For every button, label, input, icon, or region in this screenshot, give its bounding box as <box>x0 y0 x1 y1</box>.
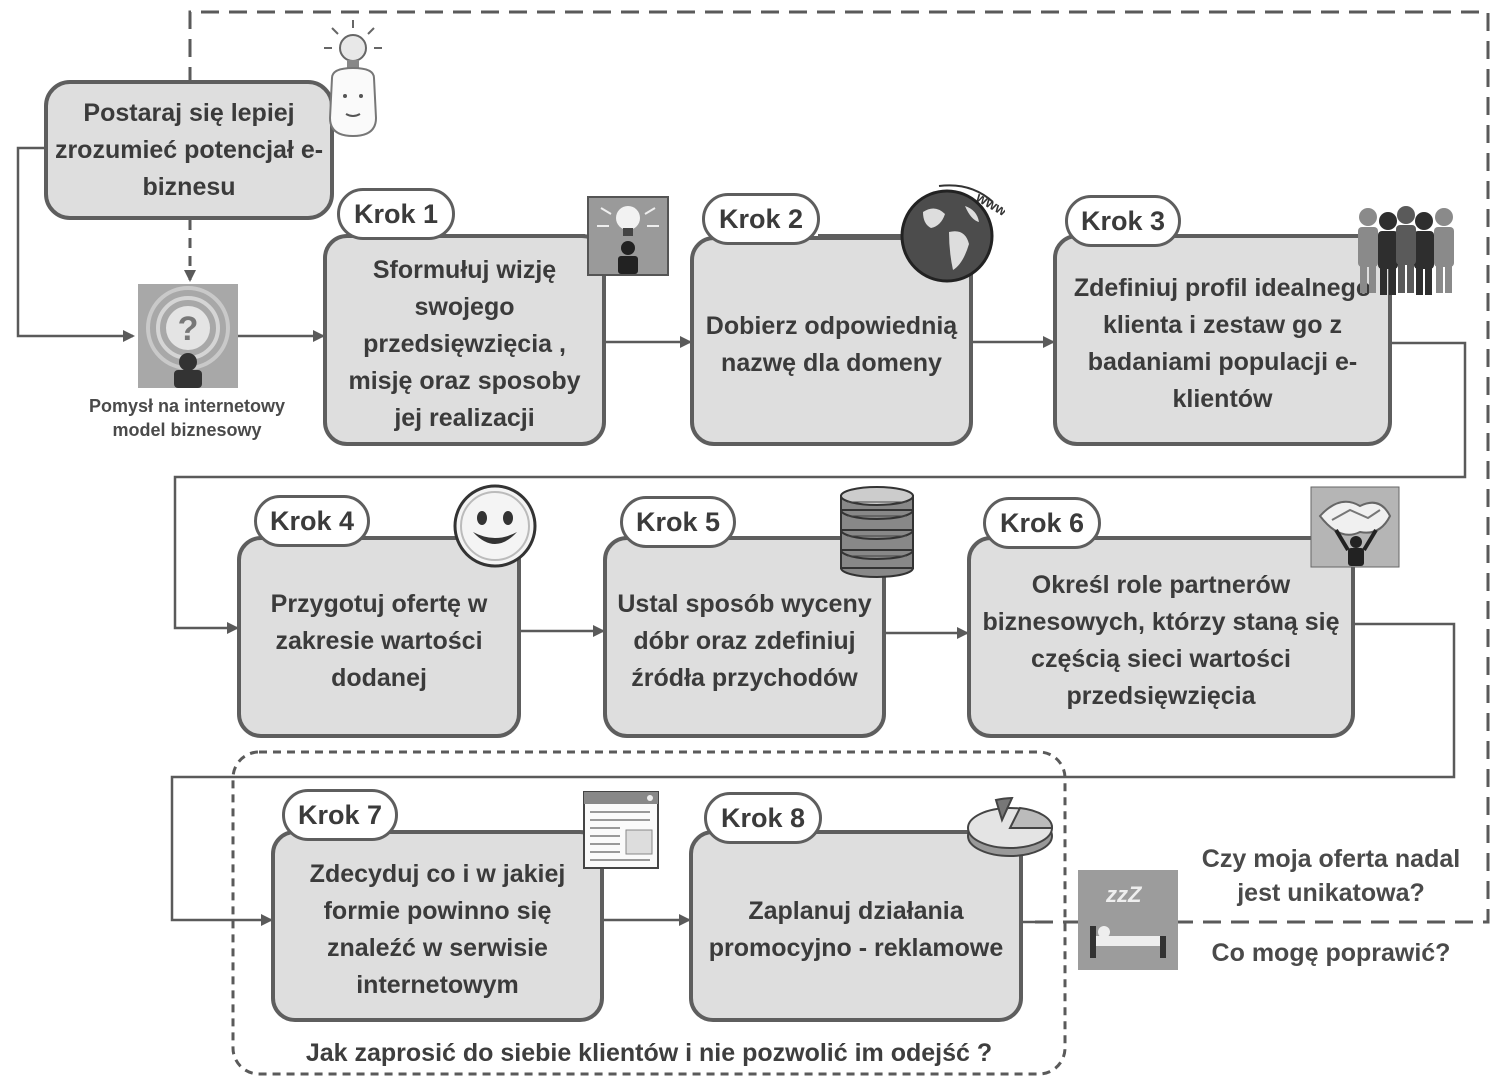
thinking-head-icon <box>324 20 382 138</box>
step-2-text: Dobierz odpowiednią nazwę dla domeny <box>705 312 958 377</box>
arrow-start-to-idea-left <box>16 146 135 342</box>
globe-www-icon: www <box>900 184 1005 283</box>
people-group-icon <box>1358 206 1454 295</box>
step-6-box: Określ role partnerów biznesowych, którz… <box>967 536 1355 738</box>
sleep-icon: zzZ <box>1078 870 1178 970</box>
step-4-label: Krok 4 <box>254 495 370 547</box>
start-box: Postaraj się lepiej zrozumieć potencjał … <box>44 80 334 220</box>
step-1-label: Krok 1 <box>337 188 455 240</box>
bottom-question: Jak zaprosić do siebie klientów i nie po… <box>305 1039 993 1067</box>
step-5-box: Ustal sposób wyceny dóbr oraz zdefiniuj … <box>603 536 886 738</box>
step-1-text: Sformułuj wizję swojego przedsięwzięcia … <box>348 255 581 432</box>
step-8-box: Zaplanuj działania promocyjno - reklamow… <box>689 830 1023 1022</box>
question-unique-offer: Czy moja oferta nadal jest unikatowa? <box>1201 845 1461 907</box>
step-4-box: Przygotuj ofertę w zakresie wartości dod… <box>237 536 521 738</box>
coin-stack-icon <box>840 486 914 578</box>
step-7-label: Krok 7 <box>282 789 398 841</box>
step-8-label: Krok 8 <box>704 792 822 844</box>
pie-chart-icon <box>967 796 1053 857</box>
question-improve: Co mogę poprawić? <box>1211 939 1451 967</box>
step-3-box: Zdefiniuj profil idealnego klienta i zes… <box>1053 234 1392 446</box>
svg-text:?: ? <box>178 310 199 348</box>
bed-icon <box>1090 926 1166 958</box>
smiley-icon <box>453 484 537 568</box>
question-person-icon: ? <box>138 284 238 388</box>
web-page-icon <box>583 791 659 869</box>
step-4-text: Przygotuj ofertę w zakresie wartości dod… <box>270 589 488 692</box>
step-1-box: Sformułuj wizję swojego przedsięwzięcia … <box>323 234 606 446</box>
customer-retention-region <box>231 750 1067 1076</box>
arrow-row1-to-step4 <box>173 341 1467 634</box>
start-box-text: Postaraj się lepiej zrozumieć potencjał … <box>54 98 324 201</box>
lightbulb-person-icon <box>587 196 669 276</box>
step-8-text: Zaplanuj działania promocyjno - reklamow… <box>708 897 1004 962</box>
step-5-label: Krok 5 <box>620 496 736 548</box>
step-6-label: Krok 6 <box>983 497 1101 549</box>
step-7-text: Zdecyduj co i w jakiej formie powinno si… <box>309 860 566 999</box>
idea-caption: Pomysł na internetowy model biznesowy <box>88 396 286 440</box>
puzzle-person-icon <box>1310 486 1400 568</box>
step-6-text: Określ role partnerów biznesowych, którz… <box>982 571 1340 710</box>
step-3-text: Zdefiniuj profil idealnego klienta i zes… <box>1073 274 1372 413</box>
feedback-dashed-loop <box>188 10 1490 924</box>
arrow-row2-to-step7 <box>170 622 1456 926</box>
step-2-label: Krok 2 <box>702 193 820 245</box>
step-5-text: Ustal sposób wyceny dóbr oraz zdefiniuj … <box>617 589 872 692</box>
step-3-label: Krok 3 <box>1065 195 1181 247</box>
sleep-zzz-text: zzZ <box>1106 882 1142 907</box>
step-7-box: Zdecyduj co i w jakiej formie powinno si… <box>271 830 604 1022</box>
